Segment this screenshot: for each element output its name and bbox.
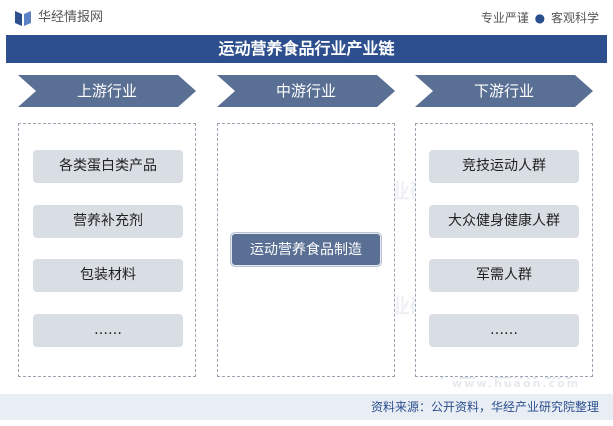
downstream-item: 大众健身健康人群 xyxy=(429,205,579,238)
diagram-title: 运动营养食品行业产业链 xyxy=(218,39,395,58)
slogan-left: 专业严谨 xyxy=(480,11,529,25)
downstream-item: 军需人群 xyxy=(429,259,579,292)
upstream-item: 各类蛋白类产品 xyxy=(33,150,183,183)
midstream-item: 运动营养食品制造 xyxy=(231,233,381,266)
title-bar: 运动营养食品行业产业链 xyxy=(6,35,607,63)
header: 华经情报网 专业严谨 ● 客观科学 xyxy=(0,0,613,34)
footer-bar: 资料来源：公开资料，华经产业研究院整理 xyxy=(0,394,613,420)
brand-name: 华经情报网 xyxy=(38,10,104,25)
stage-label: 下游行业 xyxy=(473,82,534,100)
huajing-logo-icon xyxy=(15,11,31,26)
downstream-item: 竞技运动人群 xyxy=(429,150,579,183)
slogan-separator: ● xyxy=(534,11,546,25)
upstream-item: 营养补充剂 xyxy=(33,205,183,238)
upstream-item: 包装材料 xyxy=(33,259,183,292)
chevron-shape xyxy=(18,75,196,107)
stage-chevron-downstream: 下游行业 xyxy=(415,75,593,107)
slogan: 专业严谨 ● 客观科学 xyxy=(481,9,599,27)
slogan-right: 客观科学 xyxy=(550,11,599,25)
upstream-item: …… xyxy=(33,314,183,347)
chevron-shape xyxy=(217,75,395,107)
chevron-shape xyxy=(415,75,593,107)
stage-label: 中游行业 xyxy=(275,82,336,100)
watermark-url: www.huaon.com xyxy=(452,377,581,390)
source-note: 资料来源：公开资料，华经产业研究院整理 xyxy=(370,400,599,414)
downstream-item: …… xyxy=(429,314,579,347)
stage-chevron-upstream: 上游行业 xyxy=(18,75,196,107)
stage-label: 上游行业 xyxy=(76,82,137,100)
stage-chevron-midstream: 中游行业 xyxy=(217,75,395,107)
